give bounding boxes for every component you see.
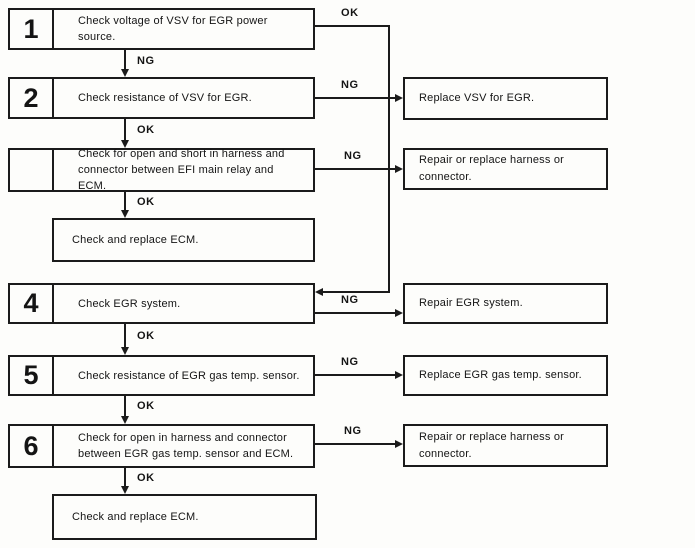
action-box-replace-vsv: Replace VSV for EGR.: [403, 77, 608, 120]
step-text: Check EGR system.: [78, 297, 181, 310]
ng-label: NG: [344, 150, 362, 162]
ok-label: OK: [137, 124, 155, 136]
step-number: 5: [10, 357, 54, 394]
s5-ng-line: [315, 374, 396, 376]
s3-ng-line: [315, 168, 396, 170]
step-box-5: 5 Check resistance of EGR gas temp. sens…: [8, 355, 315, 396]
step-box-6: 6 Check for open in harness and connecto…: [8, 424, 315, 468]
ok-bus-line: [388, 25, 390, 293]
s1-to-s2-line: [124, 50, 126, 72]
step-box-1: 1 Check voltage of VSV for EGR power sou…: [8, 8, 315, 50]
s4-to-s5-line: [124, 324, 126, 350]
step-text: Check voltage of VSV for EGR power sourc…: [78, 15, 268, 43]
ok-label: OK: [137, 472, 155, 484]
action-box-repair-harness-2: Repair or replace harness or connector.: [403, 424, 608, 467]
arrow-right-icon: [395, 309, 403, 317]
step-number: 6: [10, 426, 54, 466]
ok-label: OK: [137, 330, 155, 342]
terminal-box-check-replace-ecm-1: Check and replace ECM.: [52, 218, 315, 262]
s4-ng-line: [315, 312, 396, 314]
step-box-3: Check for open and short in harness and …: [8, 148, 315, 192]
arrow-right-icon: [395, 371, 403, 379]
ng-label: NG: [137, 55, 155, 67]
step-box-4: 4 Check EGR system.: [8, 283, 315, 324]
terminal-text: Check and replace ECM.: [72, 233, 199, 246]
arrow-down-icon: [121, 347, 129, 355]
step-text: Check for open and short in harness and …: [78, 148, 285, 192]
s4-entry-line: [322, 291, 389, 293]
arrow-down-icon: [121, 486, 129, 494]
ng-label: NG: [341, 356, 359, 368]
step-text: Check for open in harness and connector …: [78, 432, 294, 460]
action-text: Replace EGR gas temp. sensor.: [419, 369, 582, 381]
action-box-repair-egr: Repair EGR system.: [403, 283, 608, 324]
step-number: 1: [10, 10, 54, 48]
s1-ok-line: [315, 25, 390, 27]
arrow-down-icon: [121, 140, 129, 148]
s6-to-ecm-line: [124, 468, 126, 489]
step-text: Check resistance of EGR gas temp. sensor…: [78, 369, 300, 382]
arrow-left-icon: [315, 288, 323, 296]
action-text: Replace VSV for EGR.: [419, 92, 535, 104]
step-box-2: 2 Check resistance of VSV for EGR.: [8, 77, 315, 119]
arrow-down-icon: [121, 210, 129, 218]
action-box-replace-sensor: Replace EGR gas temp. sensor.: [403, 355, 608, 396]
ok-label: OK: [137, 196, 155, 208]
ng-label: NG: [344, 425, 362, 437]
action-box-repair-harness-1: Repair or replace harness or connector.: [403, 148, 608, 190]
arrow-right-icon: [395, 94, 403, 102]
arrow-right-icon: [395, 440, 403, 448]
s6-ng-line: [315, 443, 396, 445]
step-number: [10, 150, 54, 190]
s5-to-s6-line: [124, 396, 126, 419]
terminal-box-check-replace-ecm-2: Check and replace ECM.: [52, 494, 317, 540]
ok-label: OK: [341, 7, 359, 19]
ng-label: NG: [341, 79, 359, 91]
ng-label: NG: [341, 294, 359, 306]
s3-to-ecm-line: [124, 192, 126, 213]
arrow-down-icon: [121, 416, 129, 424]
s2-ng-line: [315, 97, 396, 99]
action-text: Repair or replace harness or connector.: [419, 430, 565, 460]
step-number: 2: [10, 79, 54, 117]
action-text: Repair or replace harness or connector.: [419, 154, 565, 183]
arrow-right-icon: [395, 165, 403, 173]
s2-to-s3-line: [124, 119, 126, 143]
ok-label: OK: [137, 400, 155, 412]
terminal-text: Check and replace ECM.: [72, 510, 199, 523]
action-text: Repair EGR system.: [419, 297, 523, 309]
step-number: 4: [10, 285, 54, 322]
arrow-down-icon: [121, 69, 129, 77]
step-text: Check resistance of VSV for EGR.: [78, 92, 252, 104]
